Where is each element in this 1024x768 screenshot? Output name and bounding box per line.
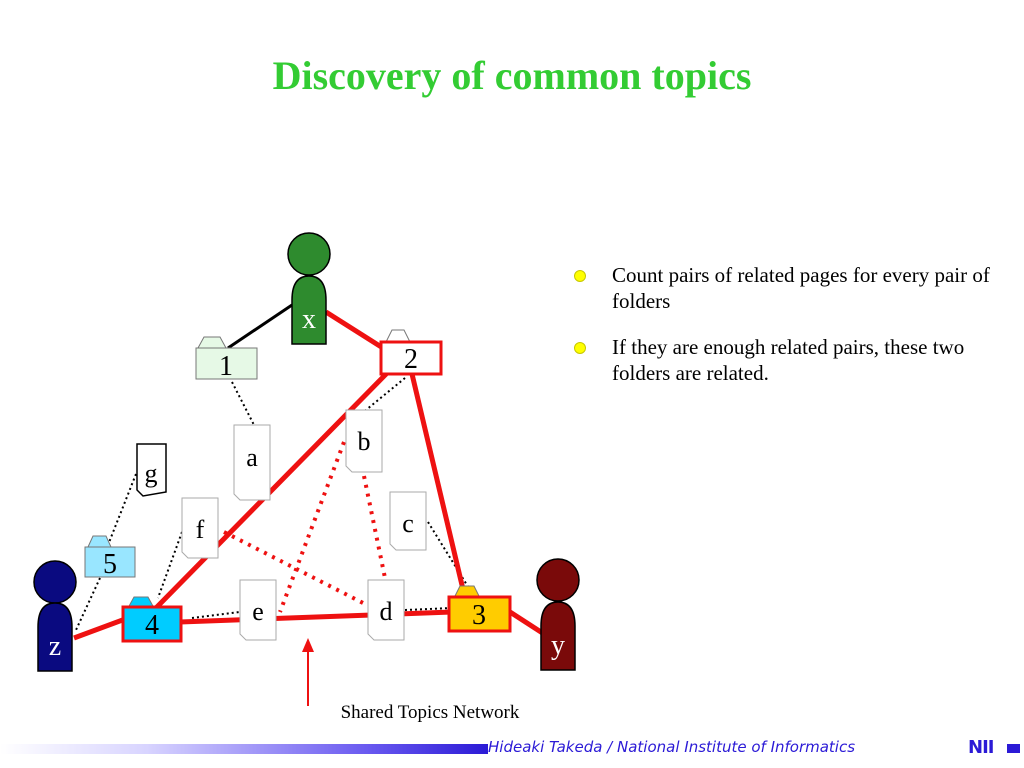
edge-2-3 bbox=[409, 373, 469, 603]
shared-topics-edges bbox=[73, 309, 546, 641]
person-label: z bbox=[49, 631, 61, 662]
page-e: e bbox=[239, 579, 277, 641]
page-g: g bbox=[136, 443, 167, 497]
folder-3: 3 bbox=[447, 585, 512, 633]
bullet-dot-icon bbox=[574, 270, 586, 282]
link-d-3 bbox=[404, 607, 453, 611]
page-label: c bbox=[402, 509, 414, 538]
bullet-item: If they are enough related pairs, these … bbox=[574, 334, 994, 386]
page-label: a bbox=[246, 443, 258, 472]
bullet-item: Count pairs of related pages for every p… bbox=[574, 262, 994, 314]
page-relations bbox=[223, 441, 387, 613]
person-label: x bbox=[302, 304, 316, 335]
folder-page-links bbox=[75, 377, 476, 631]
nii-logo: NII bbox=[968, 737, 994, 758]
folder-label: 5 bbox=[103, 549, 117, 580]
edge-4-3 bbox=[179, 609, 453, 625]
page-a: a bbox=[233, 424, 271, 501]
bullet-dot-icon bbox=[574, 342, 586, 354]
annotation-label: Shared Topics Network bbox=[341, 702, 520, 723]
bullet-list: Count pairs of related pages for every p… bbox=[574, 262, 994, 406]
person-label: y bbox=[551, 630, 565, 661]
page-f: f bbox=[181, 497, 219, 559]
folder-2: 2 bbox=[379, 329, 443, 376]
edge-x-2 bbox=[324, 309, 388, 353]
person-y: y bbox=[536, 558, 580, 671]
folder-label: 3 bbox=[472, 600, 486, 631]
page-label: f bbox=[196, 515, 205, 544]
relation-b-d bbox=[362, 475, 387, 579]
folder-label: 4 bbox=[145, 610, 159, 641]
bullet-text: Count pairs of related pages for every p… bbox=[612, 263, 990, 313]
footer-gradient-bar bbox=[0, 744, 488, 754]
page-d: d bbox=[367, 579, 405, 641]
slide-title: Discovery of common topics bbox=[272, 53, 752, 98]
link-4-e bbox=[191, 611, 241, 619]
person-z: z bbox=[33, 560, 77, 672]
folder-1: 1 bbox=[195, 336, 258, 382]
bullet-text: If they are enough related pairs, these … bbox=[612, 335, 965, 385]
page-label: d bbox=[380, 597, 393, 626]
footer-square-icon bbox=[1007, 744, 1020, 753]
edge-x-1 bbox=[227, 303, 293, 350]
edge-3-y bbox=[508, 609, 546, 637]
folder-4: 4 bbox=[121, 596, 183, 643]
footer-credit: Hideaki Takeda / National Institute of I… bbox=[488, 738, 856, 756]
page-b: b bbox=[345, 409, 383, 473]
folder-label: 1 bbox=[219, 351, 233, 382]
edge-2-4 bbox=[150, 366, 394, 614]
link-g-5 bbox=[107, 473, 137, 546]
link-5-z bbox=[75, 577, 101, 631]
page-label: b bbox=[358, 427, 371, 456]
folder-label: 2 bbox=[404, 344, 418, 375]
page-label: e bbox=[252, 597, 264, 626]
link-2-b bbox=[365, 377, 406, 411]
link-1-a bbox=[231, 381, 255, 426]
relation-b-e bbox=[278, 441, 346, 613]
annotation-arrow bbox=[302, 638, 314, 706]
person-x: x bbox=[287, 232, 331, 345]
folder-5: 5 bbox=[84, 535, 136, 580]
edge-z-4 bbox=[73, 615, 129, 641]
page-label: g bbox=[145, 459, 158, 488]
link-f-4 bbox=[157, 531, 183, 599]
page-c: c bbox=[389, 491, 427, 551]
